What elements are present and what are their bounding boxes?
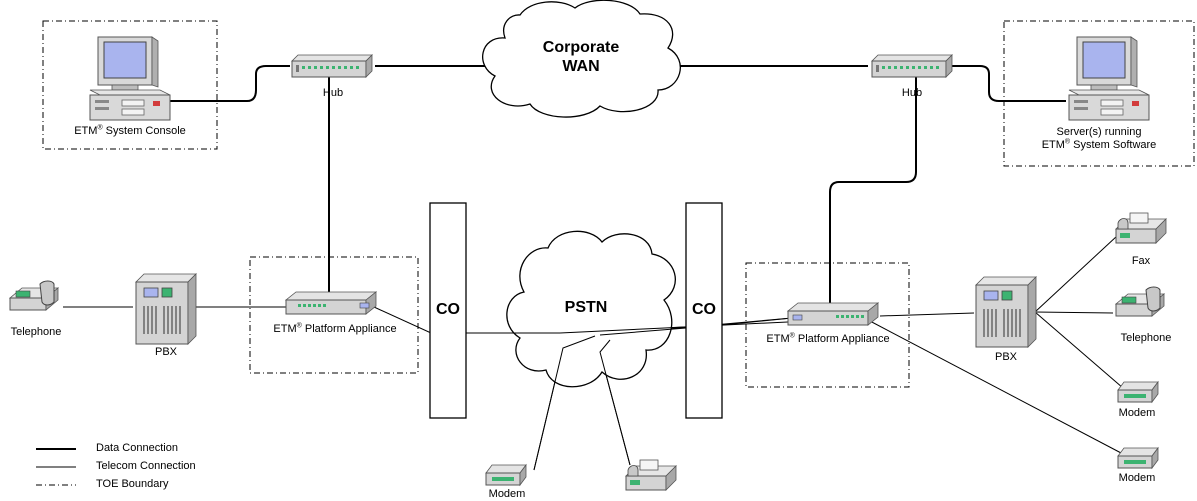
- legend-samples: [36, 448, 76, 486]
- modem-icon: [1117, 381, 1159, 403]
- co-left-label: CO: [436, 301, 460, 318]
- co-right: [685, 202, 723, 419]
- data-link-hub-appliance-right: [829, 76, 917, 304]
- toe-boundary-console: [42, 20, 218, 150]
- modem-right2-label: Modem: [1118, 472, 1156, 484]
- data-connections: [167, 65, 1066, 304]
- modem-icon: [485, 464, 527, 486]
- toe-boundary-appliance-right: [745, 262, 910, 388]
- modem-right1-label: Modem: [1118, 407, 1156, 419]
- modem-icon: [1117, 447, 1159, 469]
- pbx-cabinet-icon: [975, 276, 1037, 348]
- toe-boundaries: [42, 20, 1195, 388]
- network-hub-icon: [291, 54, 373, 78]
- pbx-cabinet-icon: [135, 273, 197, 345]
- pbx-right-label: PBX: [994, 351, 1017, 363]
- appliance-right-label: ETM® Platform Appliance: [766, 332, 890, 345]
- hub-right-label: Hub: [901, 87, 923, 99]
- corporate-wan-cloud: [482, 0, 681, 118]
- desktop-computer-icon: [1068, 36, 1150, 121]
- legend-data-connection: Data Connection: [96, 442, 178, 454]
- fax-label: Fax: [1131, 255, 1151, 267]
- co-right-label: CO: [692, 301, 716, 318]
- telephone-icon: [1115, 286, 1165, 317]
- toe-boundary-server: [1003, 20, 1195, 167]
- appliance-icon: [787, 302, 879, 326]
- data-link-console-hub: [167, 65, 290, 102]
- fax-machine-icon: [1115, 212, 1167, 244]
- toe-boundary-appliance-left: [249, 256, 419, 374]
- telephone-right-label: Telephone: [1120, 332, 1172, 344]
- hub-left-label: Hub: [322, 87, 344, 99]
- console-label: ETM® System Console: [74, 124, 186, 137]
- server-label: Server(s) running ETM® System Software: [1041, 126, 1157, 151]
- appliance-left-details: [298, 302, 370, 309]
- network-hub-icon: [871, 54, 953, 78]
- wan-label: Corporate WAN: [542, 39, 620, 75]
- fax-machine-icon: [625, 459, 677, 491]
- modem-bottom-label: Modem: [488, 488, 526, 500]
- pbx-left-label: PBX: [154, 346, 177, 358]
- data-link-hub-server: [952, 65, 1066, 102]
- appliance-right-details: [792, 314, 864, 321]
- legend-telecom-connection: Telecom Connection: [96, 460, 196, 472]
- telephone-icon: [9, 280, 59, 311]
- pstn-label: PSTN: [564, 299, 608, 316]
- co-left: [429, 202, 467, 419]
- legend-toe-boundary: TOE Boundary: [96, 478, 169, 490]
- pstn-cloud: [506, 230, 676, 388]
- telephone-left-label: Telephone: [10, 326, 62, 338]
- desktop-computer-icon: [89, 36, 171, 121]
- appliance-left-label: ETM® Platform Appliance: [273, 322, 397, 335]
